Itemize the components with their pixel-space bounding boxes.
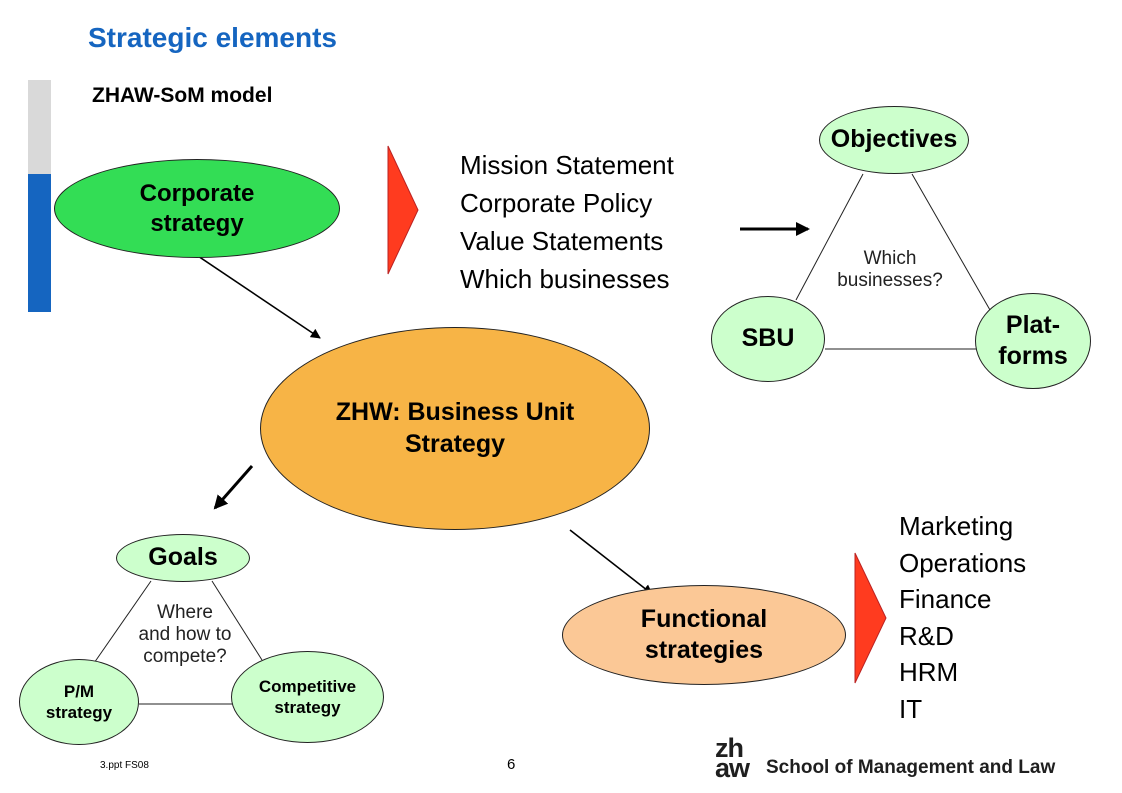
- pm-line2: strategy: [45, 703, 113, 722]
- corporate-strategy-line2: strategy: [150, 209, 244, 237]
- business-unit-line2: Strategy: [404, 429, 506, 458]
- accent-bar-blue: [28, 174, 51, 312]
- where-compete-question: Where and how to compete?: [110, 602, 260, 668]
- where-line1: Where: [157, 602, 213, 623]
- list-item: Finance: [899, 584, 992, 614]
- page-number: 6: [507, 756, 516, 773]
- list-item: Operations: [899, 547, 1027, 578]
- pm-strategy-node: P/M strategy: [19, 659, 139, 745]
- which-businesses-question: Which businesses?: [812, 248, 968, 292]
- goals-node: Goals: [116, 534, 250, 582]
- chevron-top: [387, 145, 419, 275]
- school-name: School of Management and Law: [766, 757, 1056, 778]
- file-reference: 3.ppt FS08: [100, 760, 149, 771]
- chevron-bottom: [854, 552, 887, 684]
- platforms-line2: forms: [998, 342, 1068, 370]
- goals-triangle-right: [211, 580, 263, 661]
- arrow-corp-to-bu: [191, 251, 321, 339]
- sbu-node: SBU: [711, 296, 825, 382]
- list-item: HRM: [899, 657, 959, 687]
- list-item: IT: [899, 693, 923, 724]
- goals-triangle-left: [91, 580, 152, 667]
- functional-strategies-node: Functional strategies: [562, 585, 846, 685]
- list-item: Corporate Policy: [460, 188, 653, 218]
- functional-line2: strategies: [644, 636, 764, 664]
- list-item: Value Statements: [460, 226, 664, 256]
- where-line3: compete?: [143, 646, 227, 667]
- triangle-top-right: [911, 173, 991, 311]
- functional-areas-list: Marketing Operations Finance R&D HRM IT: [899, 508, 1026, 727]
- triangle-top-left: [795, 173, 864, 301]
- pm-line1: P/M: [63, 681, 95, 701]
- competitive-line2: strategy: [274, 698, 341, 717]
- which-line1: Which: [863, 248, 917, 269]
- list-item: R&D: [899, 620, 954, 651]
- list-item: Which businesses: [460, 264, 670, 294]
- business-unit-line1: ZHW: Business Unit: [335, 398, 575, 427]
- which-line2: businesses?: [837, 270, 943, 291]
- slide-subtitle: ZHAW-SoM model: [92, 84, 273, 107]
- list-item: Marketing: [899, 511, 1014, 541]
- functional-line1: Functional: [640, 604, 768, 633]
- where-line2: and how to: [138, 624, 232, 645]
- arrow-bu-to-functional: [569, 529, 653, 595]
- list-item: Mission Statement: [460, 150, 674, 180]
- arrow-bu-to-goals: [213, 465, 254, 510]
- competitive-strategy-node: Competitive strategy: [231, 651, 384, 743]
- logo-mark-bottom: aw: [715, 753, 750, 783]
- corporate-elements-list: Mission Statement Corporate Policy Value…: [460, 146, 674, 298]
- accent-bar-grey: [28, 80, 51, 174]
- objectives-node: Objectives: [819, 106, 969, 174]
- platforms-line1: Plat-: [1005, 310, 1061, 339]
- platforms-node: Plat-forms: [975, 293, 1091, 389]
- corporate-strategy-line1: Corporate: [139, 179, 255, 207]
- zhaw-logo-mark: zh aw: [715, 733, 763, 783]
- slide-title: Strategic elements: [88, 22, 337, 53]
- logo-mark-top: zh: [715, 733, 744, 763]
- competitive-line1: Competitive: [258, 676, 357, 696]
